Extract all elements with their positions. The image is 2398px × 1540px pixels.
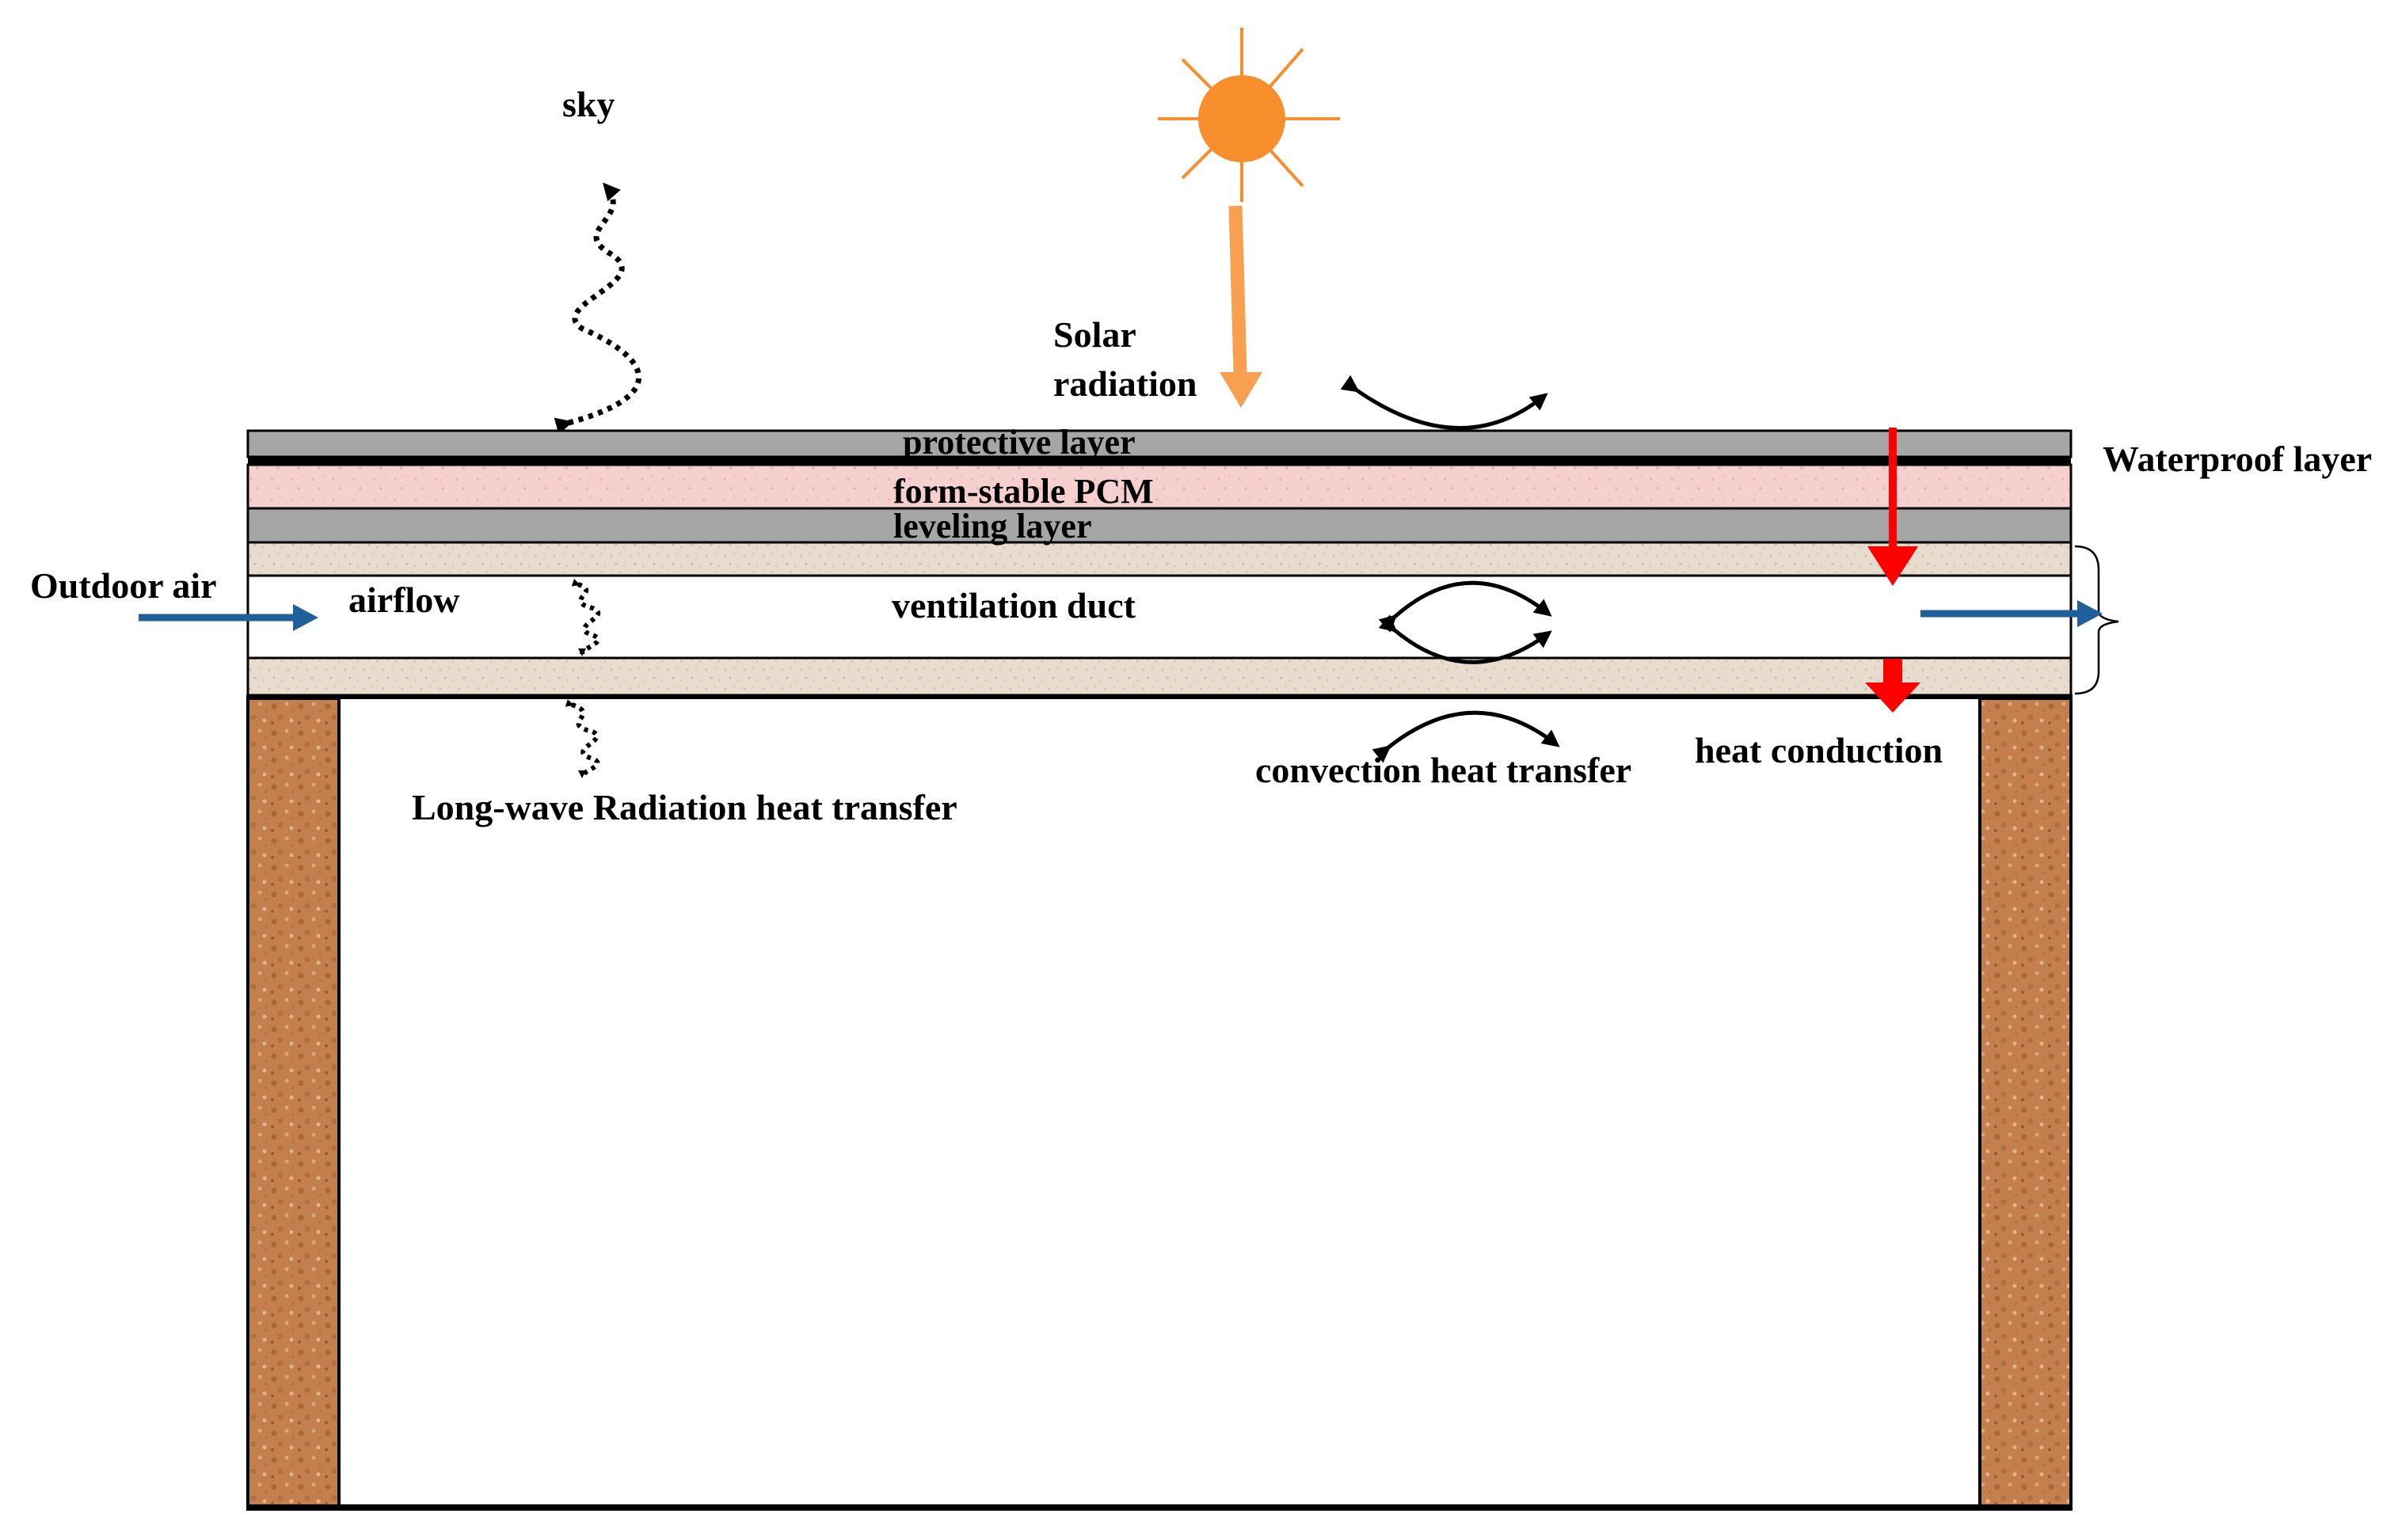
heat-conduction-label: heat conduction [1695, 730, 1943, 770]
outlet-airflow-arrow [1920, 600, 2103, 627]
pcm-layer-label: form-stable PCM [893, 472, 1154, 511]
sky-label: sky [562, 84, 615, 124]
waterproof-layer-label: Waterproof layer [2103, 439, 2372, 479]
airflow-label: airflow [348, 580, 460, 620]
ceiling-radiation-arrow [565, 699, 600, 778]
inlet-airflow-arrow [139, 604, 318, 631]
ventilation-duct [246, 574, 2073, 660]
duct-convection-arrow-lower [1378, 614, 1552, 664]
protective-layer [246, 429, 2073, 458]
ventilation-duct-label: ventilation duct [892, 585, 1136, 626]
heat-conduction-arrow-lower [1865, 659, 1920, 713]
waterproof-layer [248, 457, 2071, 465]
sun-icon [1158, 28, 1340, 202]
sky-radiation-arrow [554, 182, 642, 435]
outdoor-air-label: Outdoor air [30, 565, 217, 606]
left-wall [246, 697, 341, 1508]
heat-conduction-arrow-upper [1867, 428, 1918, 586]
solar-radiation-label-line1: Solar [1053, 314, 1136, 355]
leveling-layer-label: leveling layer [893, 507, 1092, 546]
longwave-radiation-label: Long-wave Radiation heat transfer [412, 787, 957, 827]
solar-radiation-label-line2: radiation [1053, 363, 1197, 404]
lower-duct-plate [246, 656, 2073, 697]
solar-radiation-arrow [1220, 205, 1262, 408]
upper-duct-plate [246, 541, 2073, 577]
duct-radiation-arrow [571, 579, 601, 656]
pcm-layer [246, 463, 2073, 510]
duct-convection-arrow-upper [1378, 580, 1552, 633]
convection-heat-transfer-label: convection heat transfer [1255, 750, 1631, 790]
ceiling-convection-arrow [1372, 710, 1560, 763]
right-wall [1978, 697, 2073, 1508]
convection-arrow-top [1340, 375, 1548, 431]
leveling-layer [246, 507, 2073, 544]
duct-brace [2074, 545, 2119, 695]
protective-layer-label: protective layer [903, 423, 1136, 462]
